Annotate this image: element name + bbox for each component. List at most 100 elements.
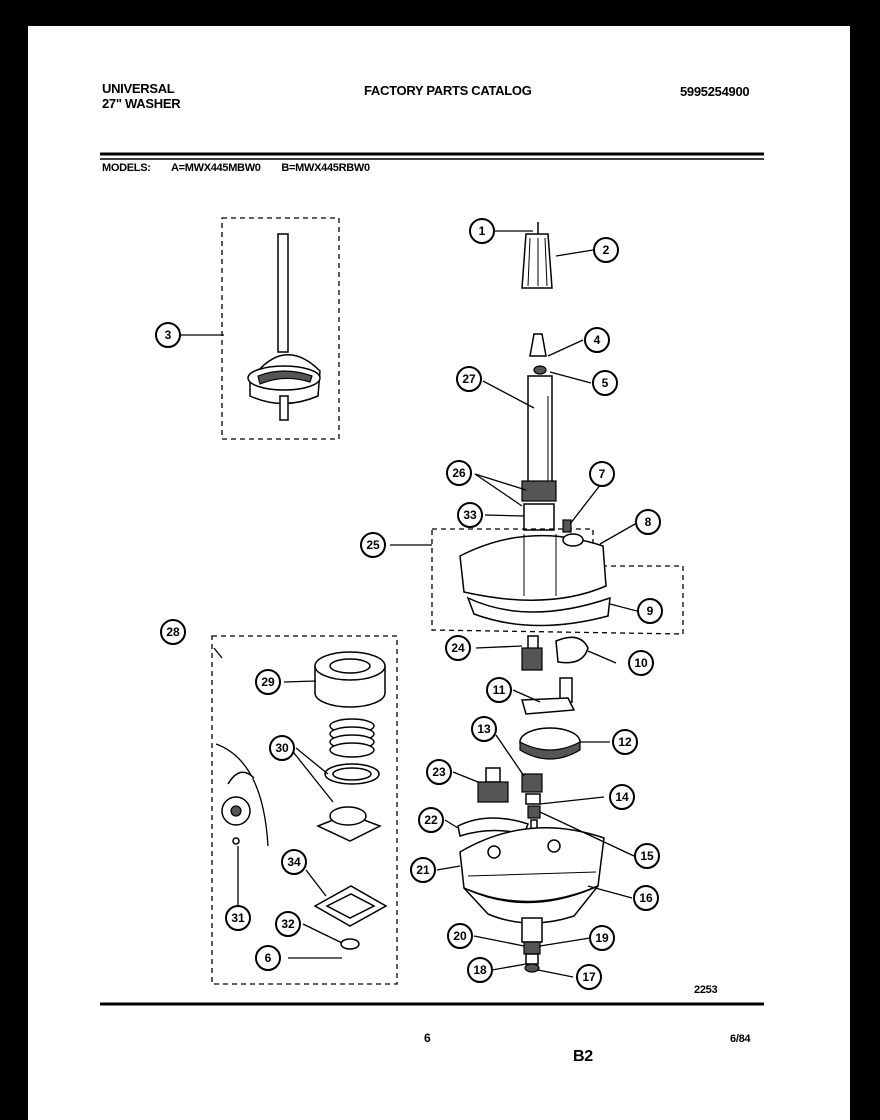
part-3-group-box [221,217,340,440]
part-23-drawing [477,767,509,803]
svg-text:28: 28 [166,625,180,639]
model-b: B=MWX445RBW0 [281,162,370,174]
svg-text:20: 20 [453,929,467,943]
callout-27: 27 [456,366,482,392]
part-3-drawing [247,233,321,421]
part-24-drawing [521,635,543,671]
svg-text:18: 18 [473,963,487,977]
svg-text:34: 34 [287,855,301,869]
catalog-title: FACTORY PARTS CATALOG [364,83,532,98]
svg-text:7: 7 [599,467,606,481]
svg-text:10: 10 [634,656,648,670]
callout-26: 26 [446,460,472,486]
callout-18: 18 [467,957,493,983]
part-29-drawing [314,651,386,708]
svg-text:1: 1 [479,224,486,238]
part-16-drawing [459,827,605,924]
parts-17-20-drawing [521,917,543,973]
catalog-page: 1 2 3 4 5 6 7 8 9 10 11 12 13 14 15 16 1… [28,26,850,1120]
svg-text:6: 6 [265,951,272,965]
callout-15: 15 [634,843,660,869]
callout-34: 34 [281,849,307,875]
callout-10: 10 [628,650,654,676]
svg-text:31: 31 [231,911,245,925]
svg-text:14: 14 [615,790,629,804]
product-line-1: UNIVERSAL [102,81,175,96]
callout-23: 23 [426,759,452,785]
callout-11: 11 [486,677,512,703]
callout-25: 25 [360,532,386,558]
callout-29: 29 [255,669,281,695]
svg-text:15: 15 [640,849,654,863]
svg-text:33: 33 [463,508,477,522]
callout-2: 2 [593,237,619,263]
svg-text:29: 29 [261,675,275,689]
svg-text:17: 17 [582,970,596,984]
callout-12: 12 [612,729,638,755]
svg-text:19: 19 [595,931,609,945]
part-25-drawing [459,519,611,627]
part-34-drawing [313,885,388,927]
svg-text:30: 30 [275,741,289,755]
product-line-2: 27" WASHER [102,96,181,111]
models-row: MODELS: A=MWX445MBW0 B=MWX445RBW0 [102,162,388,174]
callout-14: 14 [609,784,635,810]
svg-text:8: 8 [645,515,652,529]
callout-6: 6 [255,945,281,971]
svg-text:2: 2 [603,243,610,257]
svg-text:13: 13 [477,722,491,736]
callout-17: 17 [576,964,602,990]
callout-16: 16 [633,885,659,911]
exploded-parts-diagram: 1 2 3 4 5 6 7 8 9 10 11 12 13 14 15 16 1… [100,152,764,1006]
svg-text:5: 5 [602,376,609,390]
callout-19: 19 [589,925,615,951]
svg-text:12: 12 [618,735,632,749]
catalog-number: 5995254900 [680,84,750,99]
model-a: A=MWX445MBW0 [170,162,261,174]
callout-31: 31 [225,905,251,931]
callout-1: 1 [469,218,495,244]
svg-text:9: 9 [647,604,654,618]
callout-5: 5 [592,370,618,396]
part-12-drawing [519,727,581,760]
svg-text:27: 27 [462,372,476,386]
callout-22: 22 [418,807,444,833]
svg-text:3: 3 [165,328,172,342]
callout-21: 21 [410,857,436,883]
callout-24: 24 [445,635,471,661]
section-code: B2 [573,1048,593,1065]
svg-text:16: 16 [639,891,653,905]
callout-13: 13 [471,716,497,742]
svg-text:24: 24 [451,641,465,655]
callout-3: 3 [155,322,181,348]
page-number: 6 [424,1031,431,1045]
callout-28: 28 [160,619,186,645]
svg-text:22: 22 [424,813,438,827]
svg-text:32: 32 [281,917,295,931]
callout-32: 32 [275,911,301,937]
callout-20: 20 [447,923,473,949]
part-seal-cup-drawing [316,806,382,842]
svg-text:23: 23 [432,765,446,779]
callout-9: 9 [637,598,663,624]
svg-text:25: 25 [366,538,380,552]
part-32-drawing [340,938,360,950]
revision-date: 6/84 [730,1033,751,1045]
product-title: UNIVERSAL 27" WASHER [102,81,181,111]
parts-1-2-drawing [521,222,553,289]
models-label: MODELS: [102,162,151,174]
part-28-group-box [211,635,398,985]
agitator-shaft-drawing [521,333,557,531]
part-10-drawing [555,636,589,664]
svg-text:4: 4 [594,333,601,347]
part-25-group-box [431,528,684,635]
part-spring-drawing [329,718,375,758]
part-11-drawing [521,677,576,715]
callout-4: 4 [584,327,610,353]
callout-8: 8 [635,509,661,535]
svg-text:11: 11 [493,683,506,697]
figure-number: 2253 [694,984,718,996]
retaining-ring-drawing [227,771,255,785]
callout-7: 7 [589,461,615,487]
svg-text:21: 21 [416,863,430,877]
